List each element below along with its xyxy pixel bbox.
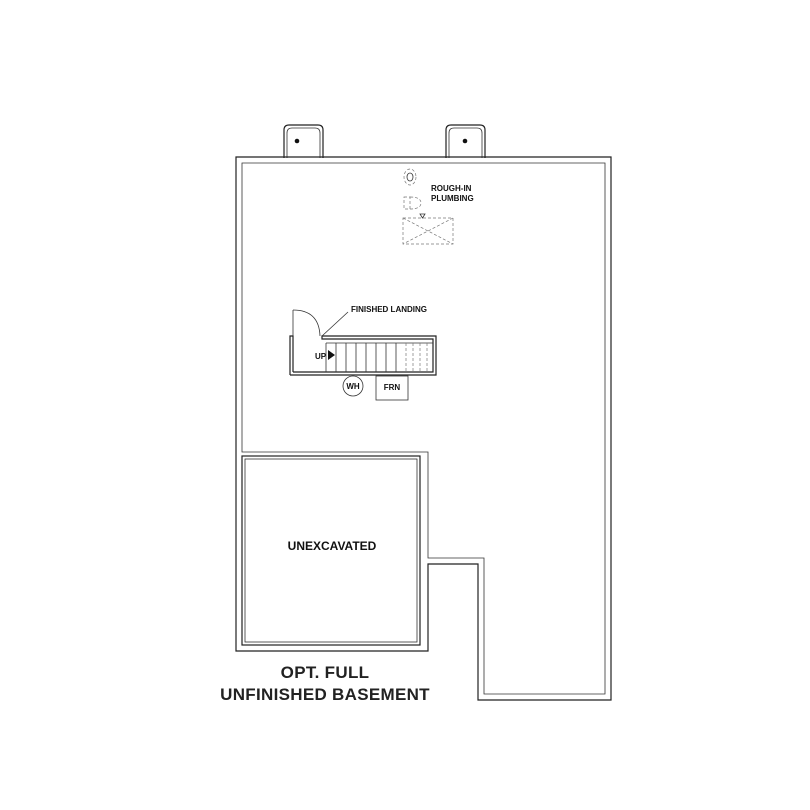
- rough-in-label-line1: ROUGH-IN: [431, 184, 472, 193]
- caption-line1: OPT. FULL: [280, 663, 370, 682]
- stairway: [289, 309, 437, 376]
- foundation-inner-wall: [241, 162, 606, 695]
- rough-in-plumbing: [402, 168, 454, 245]
- window-well-right: [445, 124, 486, 158]
- furnace-label: FRN: [384, 383, 401, 392]
- window-well-left: [283, 124, 324, 158]
- water-heater-symbol: [342, 375, 364, 397]
- up-label: UP: [315, 352, 327, 361]
- caption-line2: UNFINISHED BASEMENT: [220, 685, 430, 704]
- unexcavated-area: [241, 455, 421, 646]
- up-arrow-icon: [328, 350, 335, 360]
- finished-landing-label: FINISHED LANDING: [351, 305, 427, 314]
- unexcavated-label: UNEXCAVATED: [288, 539, 377, 553]
- furnace-symbol: [375, 375, 409, 401]
- water-heater-label: WH: [346, 382, 360, 391]
- plan-caption: OPT. FULL UNFINISHED BASEMENT: [0, 662, 650, 706]
- foundation-outer-wall: [235, 156, 612, 701]
- rough-in-label-line2: PLUMBING: [431, 194, 474, 203]
